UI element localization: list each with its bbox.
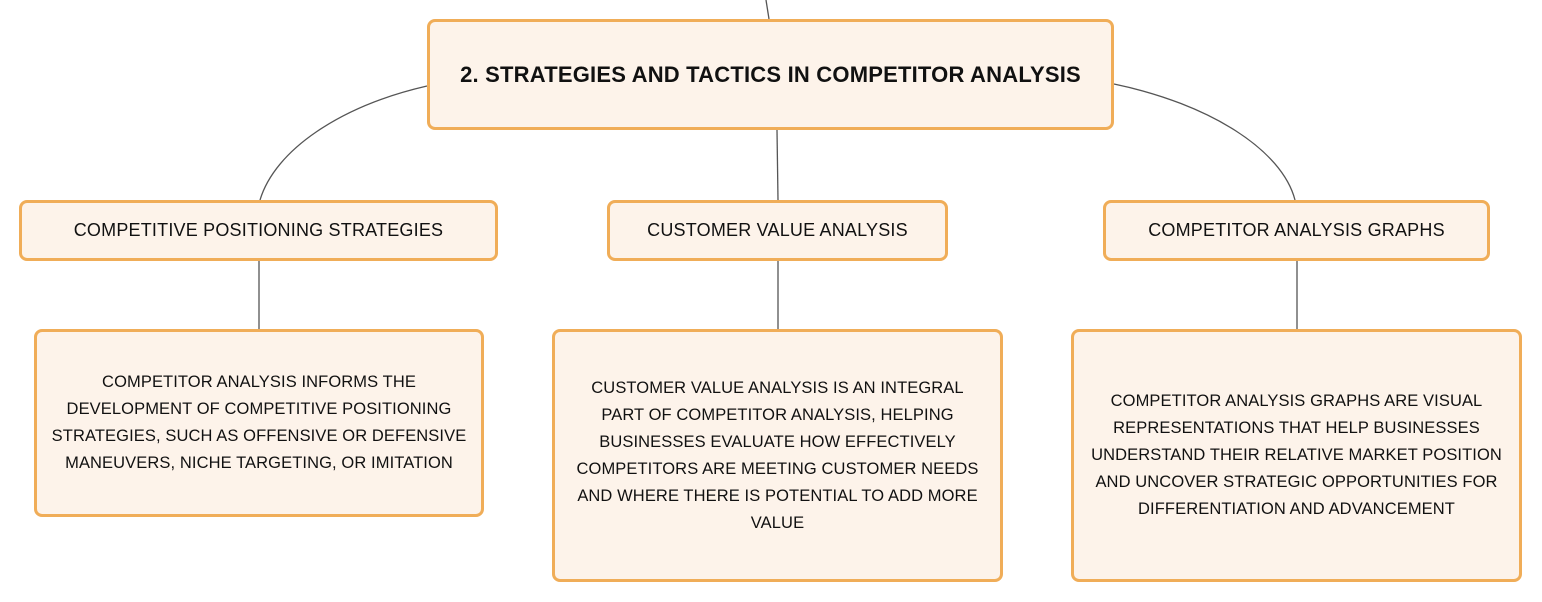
connector-parent-to-root xyxy=(765,0,770,20)
connector-root-to-topic-3 xyxy=(1113,83,1296,201)
topic-label: COMPETITIVE POSITIONING STRATEGIES xyxy=(73,220,444,240)
detail-text: CUSTOMER VALUE ANALYSIS IS AN INTEGRAL P… xyxy=(576,378,979,532)
root-title: 2. STRATEGIES AND TACTICS IN COMPETITOR … xyxy=(460,61,1081,87)
detail-node-competitive-positioning[interactable]: COMPETITOR ANALYSIS INFORMS THE DEVELOPM… xyxy=(34,329,484,517)
connector-root-to-topic-2 xyxy=(776,129,779,201)
detail-node-competitor-graphs[interactable]: COMPETITOR ANALYSIS GRAPHS ARE VISUAL RE… xyxy=(1071,329,1522,582)
topic-node-competitive-positioning[interactable]: COMPETITIVE POSITIONING STRATEGIES xyxy=(19,200,498,261)
topic-label: COMPETITOR ANALYSIS GRAPHS xyxy=(1148,220,1445,240)
topic-node-competitor-graphs[interactable]: COMPETITOR ANALYSIS GRAPHS xyxy=(1103,200,1490,261)
detail-node-customer-value[interactable]: CUSTOMER VALUE ANALYSIS IS AN INTEGRAL P… xyxy=(552,329,1003,582)
root-node[interactable]: 2. STRATEGIES AND TACTICS IN COMPETITOR … xyxy=(427,19,1114,130)
connector-root-to-topic-1 xyxy=(259,85,428,201)
topic-label: CUSTOMER VALUE ANALYSIS xyxy=(647,220,908,240)
detail-text: COMPETITOR ANALYSIS INFORMS THE DEVELOPM… xyxy=(51,373,467,472)
topic-node-customer-value[interactable]: CUSTOMER VALUE ANALYSIS xyxy=(607,200,948,261)
detail-text: COMPETITOR ANALYSIS GRAPHS ARE VISUAL RE… xyxy=(1091,392,1502,518)
